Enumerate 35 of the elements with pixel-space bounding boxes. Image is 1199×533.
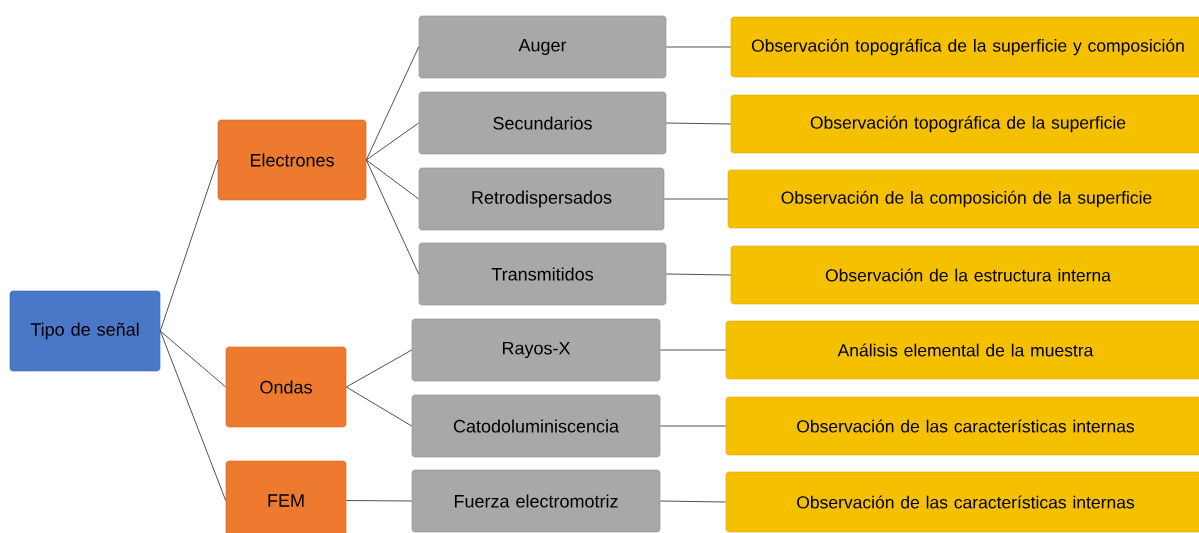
signal-box: Retrodispersados bbox=[418, 167, 665, 231]
category-box: FEM bbox=[225, 460, 347, 533]
connector-line bbox=[345, 500, 413, 502]
signal-box: Fuerza electromotriz bbox=[411, 469, 661, 533]
application-box: Observación de las características internas bbox=[725, 471, 1199, 533]
connector-line bbox=[365, 46, 420, 161]
connector-line bbox=[365, 122, 420, 161]
connector-line bbox=[159, 330, 227, 501]
connector-line bbox=[659, 349, 727, 351]
signal-box: Transmitidos bbox=[418, 242, 667, 306]
category-box: Ondas bbox=[225, 346, 347, 428]
connector-line bbox=[659, 500, 727, 503]
application-box: Observación topográfica de la superficie bbox=[730, 94, 1199, 154]
connector-line bbox=[345, 349, 413, 388]
signal-box: Catodoluminiscencia bbox=[411, 394, 661, 458]
application-box: Análisis elemental de la muestra bbox=[725, 320, 1199, 380]
application-box: Observación de las características internas bbox=[725, 396, 1199, 456]
connector-line bbox=[665, 273, 732, 276]
connector-line bbox=[159, 330, 227, 388]
connector-line bbox=[159, 159, 219, 332]
connector-line bbox=[659, 425, 727, 427]
connector-line bbox=[663, 198, 729, 200]
signal-box: Secundarios bbox=[418, 91, 667, 155]
application-box: Observación topográfica de la superficie y composición bbox=[730, 16, 1199, 78]
connector-line bbox=[665, 122, 732, 125]
signal-box: Rayos-X bbox=[411, 318, 661, 382]
connector-line bbox=[665, 46, 732, 48]
connector-line bbox=[345, 386, 413, 427]
application-box: Observación de la composición de la superficie bbox=[727, 169, 1199, 229]
root-box: Tipo de señal bbox=[9, 290, 161, 372]
signal-box: Auger bbox=[418, 15, 667, 79]
category-box: Electrones bbox=[217, 119, 367, 201]
connector-line bbox=[365, 159, 420, 200]
connector-line bbox=[365, 159, 420, 275]
application-box: Observación de la estructura interna bbox=[730, 245, 1199, 305]
